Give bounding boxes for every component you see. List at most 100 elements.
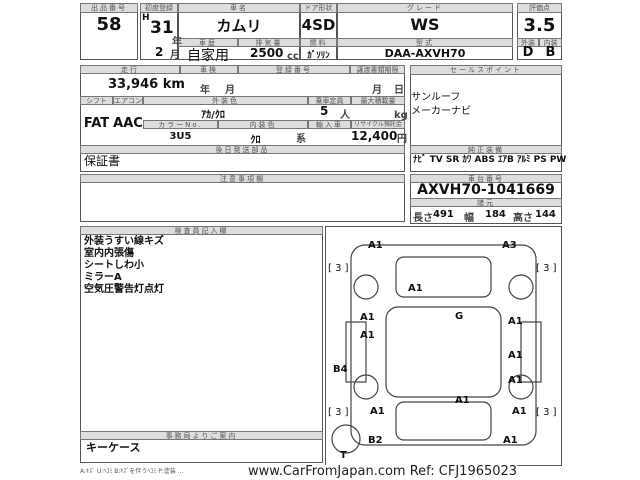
office-note: キーケース [86, 441, 141, 454]
first-reg-label: 初度登録 [140, 3, 178, 13]
reg-no-label: 登録番号 [238, 65, 350, 74]
damage-diagram [325, 226, 562, 466]
chassis-number: AXVH70-1041669 [417, 182, 555, 198]
usage-label: 車歴 [178, 38, 238, 47]
inspector-note: 空気圧警告灯点灯 [84, 284, 164, 295]
mileage-label: 走行 [80, 65, 180, 74]
displacement-unit: cc [287, 51, 299, 62]
length: 491 [433, 209, 454, 220]
mark: A1 [508, 375, 523, 386]
inspection-label: 車検 [180, 65, 238, 74]
mark: A1 [360, 312, 375, 323]
int-score: B [545, 45, 556, 60]
mark: A1 [455, 395, 470, 406]
dimensions-label: 諸元 [410, 198, 562, 207]
car-name: カムリ [216, 17, 262, 35]
month-unit: 月 [170, 50, 180, 61]
capacity: 5 [320, 104, 329, 118]
transfer-month-unit: 月 [372, 85, 382, 96]
height-label: 高さ [513, 213, 533, 224]
mark: A1 [512, 406, 527, 417]
watermark: www.CarFromJapan.com Ref: CFJ1965023 [248, 464, 518, 480]
int-score-label: 内装 [539, 38, 562, 47]
equipment-label: 純正装備 [410, 145, 562, 154]
color-no-label: カラーNo. [143, 120, 218, 129]
recycle-label: リサイクル預託金 [351, 120, 405, 129]
door-type: 4SD [301, 16, 336, 34]
transfer-label: 譲渡書類期限 [350, 65, 405, 74]
int-color-unit: 系 [296, 134, 306, 145]
legend-text: A:ｷｽﾞ U:ﾍｺﾐ B:ｷｽﾞを伴うﾍｺﾐ P:塗装 ... [80, 468, 184, 475]
fuel: ｶﾞｿﾘﾝ [307, 51, 330, 61]
year-unit: 年 [172, 37, 182, 48]
mark: [ 3 ] [536, 407, 557, 418]
load-label: 最大積載量 [351, 96, 405, 105]
length-label: 長さ [413, 213, 433, 224]
mark: T [340, 450, 347, 461]
mark: A1 [370, 406, 385, 417]
reg-month: 2 [155, 45, 164, 59]
inspection-month-unit: 月 [225, 85, 235, 96]
inspection-year-unit: 年 [200, 85, 210, 96]
load-unit: kg [394, 110, 408, 121]
inspector-note: 室内内張傷 [84, 248, 134, 259]
lot-label: 出品番号 [80, 3, 138, 13]
inspector-label: 検査員記入欄 [80, 226, 323, 235]
era: H [142, 13, 150, 23]
capacity-label: 乗車定員 [308, 96, 351, 105]
mark: A1 [508, 316, 523, 327]
inspector-note: ミラーA [84, 272, 122, 283]
inspector-note: 外装うすい線キズ [84, 236, 164, 247]
ac-label: エアコン [113, 96, 143, 105]
mark: [ 3 ] [328, 263, 349, 274]
mark: [ 3 ] [536, 263, 557, 274]
width: 184 [485, 209, 506, 220]
displacement-label: 排気量 [238, 38, 300, 47]
car-outline-icon [331, 244, 542, 454]
ext-score-label: 外装 [517, 38, 539, 47]
fuel-label: 燃料 [300, 38, 337, 47]
later-parts-label: 後日発送部品 [80, 145, 405, 154]
chassis-label: 車台番号 [410, 174, 562, 183]
notes-label: 注意事項欄 [80, 174, 405, 183]
recycle-fee: 12,400 [351, 129, 398, 143]
transfer-day-unit: 日 [394, 85, 404, 96]
reg-year: 31 [150, 18, 174, 38]
mark: [ 3 ] [328, 407, 349, 418]
overall-score: 3.5 [523, 15, 556, 36]
lot-number: 58 [96, 14, 122, 35]
mark: G [455, 311, 464, 322]
inspector-note: シートしわ小 [84, 260, 144, 271]
mark: A1 [408, 283, 423, 294]
int-color-label: 内装色 [218, 120, 308, 129]
mark: A3 [502, 240, 517, 251]
mark: A1 [508, 350, 523, 361]
ext-score: D [522, 45, 534, 60]
later-parts: 保証書 [84, 154, 121, 168]
ac: AAC [113, 116, 143, 131]
mark: A1 [368, 240, 383, 251]
grade-label: グレード [337, 3, 513, 13]
displacement: 2500 [250, 46, 284, 60]
office-label: 事務局よりご案内 [80, 431, 323, 440]
mark: B2 [368, 435, 383, 446]
score-label: 評価点 [517, 3, 562, 13]
model-code: DAA-AXVH70 [384, 47, 466, 60]
mark: A1 [360, 330, 375, 341]
import-label: 輸入車 [308, 120, 351, 129]
capacity-unit: 人 [340, 110, 350, 121]
shift-label: シフト [80, 96, 113, 105]
grade: WS [410, 15, 440, 34]
recycle-unit: 円 [397, 134, 407, 145]
usage: 自家用 [187, 48, 229, 64]
sales-point: サンルーフ [411, 92, 461, 103]
ext-color: ｱｶ/ｸﾛ [201, 110, 225, 121]
equipment: ﾅﾋﾞ TV SR ｶﾜ ABS ｴｱB ｱﾙﾐ PS PW [413, 155, 567, 165]
height: 144 [535, 209, 556, 220]
shift: FAT [83, 116, 110, 131]
mark: B4 [333, 364, 348, 375]
color-no: 3U5 [169, 131, 192, 142]
width-label: 幅 [464, 213, 474, 224]
car-name-label: 車名 [178, 3, 300, 13]
model-label: 型式 [337, 38, 513, 47]
